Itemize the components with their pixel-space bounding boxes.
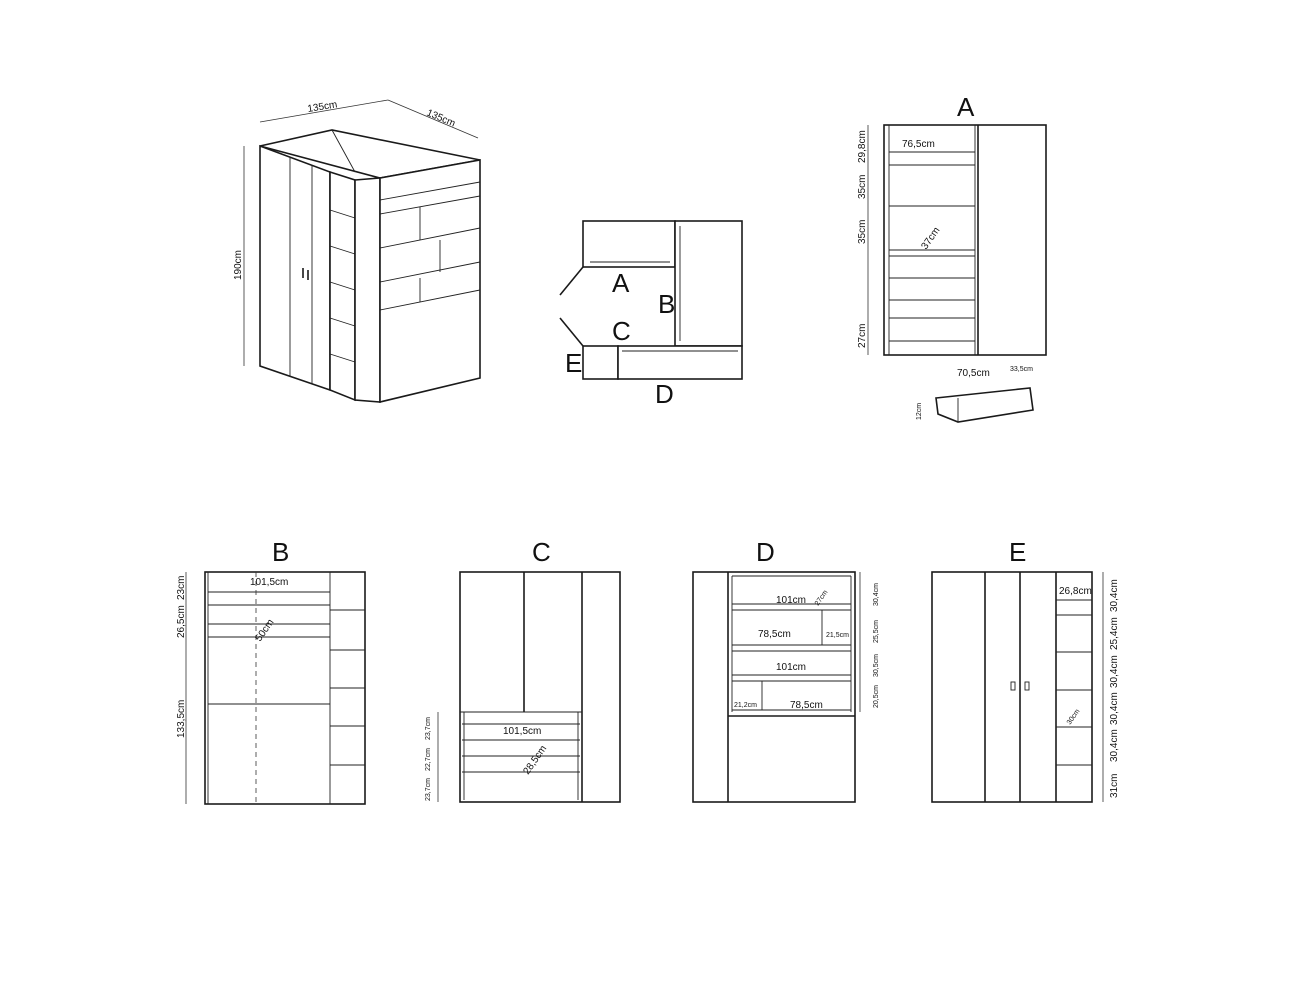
plan-d <box>617 345 743 380</box>
panel-e-h3: 30,4cm <box>1109 655 1120 688</box>
iso-depth-label: 135cm <box>425 108 457 130</box>
door-swing <box>559 317 584 347</box>
panel-c-h2: 22,7cm <box>425 748 432 771</box>
panel-e-title: E <box>1009 537 1026 567</box>
iso-height-label: 190cm <box>233 250 244 280</box>
drawer-width: 70,5cm <box>957 368 990 379</box>
panel-d-w3: 101cm <box>776 662 806 673</box>
panel-e-h2: 25,4cm <box>1109 617 1120 650</box>
panel-b-h3: 133,5cm <box>176 700 187 738</box>
drawer-depth: 33,5cm <box>1010 366 1033 373</box>
plan-label-a: A <box>612 268 630 298</box>
panel-c: C 101,5cm 28,5cm 23,7cm 22,7cm 23,7cm <box>425 537 621 803</box>
panel-d-h1: 30,4cm <box>873 583 880 606</box>
plan-label-b: B <box>658 289 675 319</box>
panel-a-h2: 35cm <box>857 175 868 199</box>
plan-b <box>674 220 743 347</box>
panel-a-h3: 35cm <box>857 220 868 244</box>
panel-a-h1: 29,8cm <box>857 130 868 163</box>
panel-d-small1: 21,5cm <box>826 632 849 639</box>
drawer <box>935 387 1034 423</box>
panel-a-title: A <box>957 92 975 122</box>
panel-b-width: 101,5cm <box>250 577 288 588</box>
panel-b-h1: 23cm <box>176 576 187 600</box>
iso-right-edge <box>354 177 381 403</box>
door-swing <box>559 266 584 296</box>
panel-a-width: 76,5cm <box>902 139 935 150</box>
panel-d-h4: 20,5cm <box>873 685 880 708</box>
plan-label-e: E <box>565 348 582 378</box>
panel-a: A 76,5cm 37cm 29,8cm 35cm 35cm 27cm 70,5… <box>857 92 1047 423</box>
panel-e-h5: 30,4cm <box>1109 729 1120 762</box>
panel-e-h6: 31cm <box>1109 774 1120 798</box>
panel-d: D 101cm 78,5cm 101cm 78,5cm 27cm 21,5cm … <box>692 537 880 803</box>
plan-label-d: D <box>655 379 674 409</box>
plan-label-c: C <box>612 316 631 346</box>
panel-d-w1: 101cm <box>776 595 806 606</box>
panel-d-w2: 78,5cm <box>758 629 791 640</box>
panel-b: B 101,5cm 50cm 23cm 26,5cm 133,5cm <box>176 537 366 805</box>
panel-e-h4: 30,4cm <box>1109 692 1120 725</box>
panel-e-width: 26,8cm <box>1059 586 1092 597</box>
panel-b-h2: 26,5cm <box>176 605 187 638</box>
handle-icon <box>1010 681 1016 691</box>
plan-view: A B C E D <box>559 220 743 409</box>
handle-icon <box>1024 681 1030 691</box>
panel-a-h4: 27cm <box>857 324 868 348</box>
panel-d-title: D <box>756 537 775 567</box>
panel-e: E 26,8cm 30cm 30,4cm 25,4cm 30,4cm 30,4c… <box>931 537 1120 803</box>
panel-e-h1: 30,4cm <box>1109 579 1120 612</box>
panel-d-small2: 21,2cm <box>734 702 757 709</box>
iso-right-face <box>379 159 481 404</box>
isometric-view: 135cm 135cm 190cm <box>233 99 481 404</box>
plan-e <box>582 345 619 380</box>
iso-left-face <box>259 144 331 392</box>
iso-width-label: 135cm <box>307 99 338 115</box>
plan-a <box>582 220 676 268</box>
drawer-height: 12cm <box>916 403 923 420</box>
panel-b-title: B <box>272 537 289 567</box>
panel-d-h2: 25,5cm <box>873 620 880 643</box>
panel-c-title: C <box>532 537 551 567</box>
panel-c-h1: 23,7cm <box>425 717 432 740</box>
panel-d-w4: 78,5cm <box>790 700 823 711</box>
panel-c-h3: 23,7cm <box>425 778 432 801</box>
panel-d-h3: 30,5cm <box>873 654 880 677</box>
panel-c-width: 101,5cm <box>503 726 541 737</box>
